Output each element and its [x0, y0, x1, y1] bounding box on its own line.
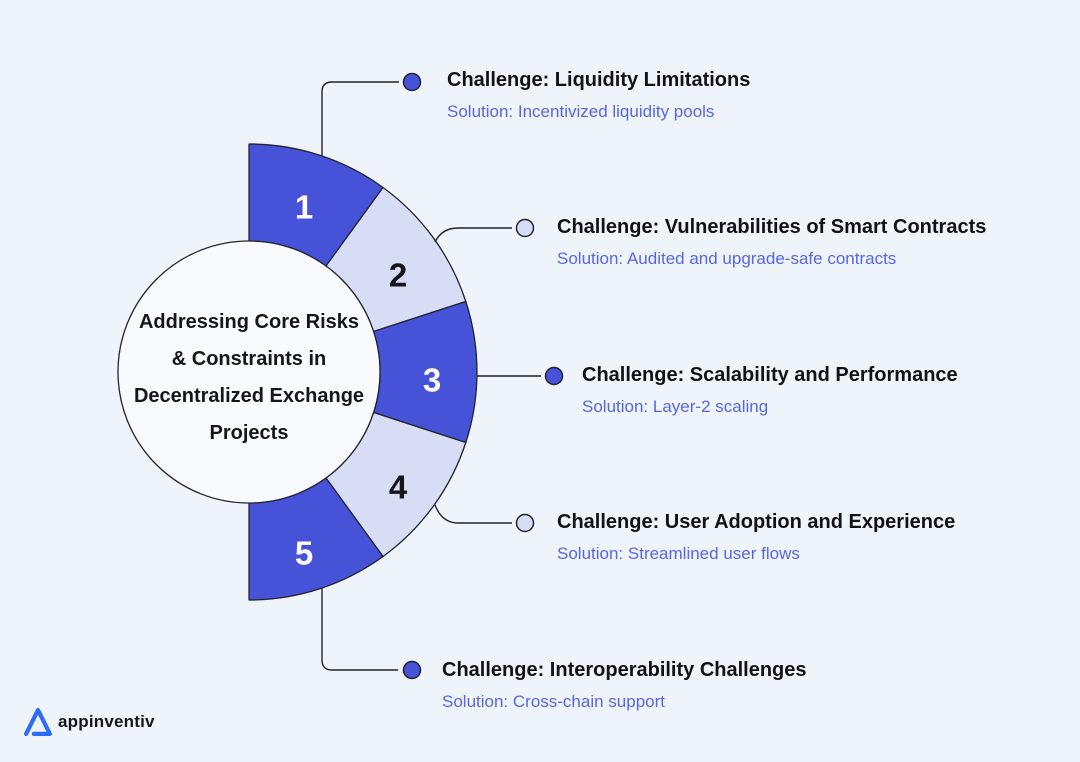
connector-line-5: [321, 588, 398, 671]
brand-logo: appinventiv: [24, 708, 155, 736]
segment-number-5: 5: [294, 534, 314, 572]
diagram-title: Addressing Core Risks & Constraints in D…: [133, 311, 365, 444]
connector-dot-5: [402, 660, 422, 680]
connector-dot-3: [544, 366, 564, 386]
item-4: Challenge: User Adoption and Experience …: [557, 509, 955, 565]
connector-line-2: [434, 227, 512, 243]
connector-dot-2: [515, 218, 535, 238]
connector-line-4: [434, 504, 512, 524]
item-1-challenge: Challenge: Liquidity Limitations: [447, 69, 751, 91]
item-5: Challenge: Interoperability Challenges S…: [442, 657, 807, 713]
item-2-challenge: Challenge: Vulnerabilities of Smart Cont…: [557, 216, 987, 238]
segment-number-2: 2: [388, 256, 408, 294]
item-5-solution: Solution: Cross-chain support: [442, 692, 666, 711]
segment-number-4: 4: [388, 468, 408, 506]
segment-number-3: 3: [422, 361, 442, 399]
item-1: Challenge: Liquidity Limitations Solutio…: [447, 67, 750, 123]
segment-number-1: 1: [294, 188, 314, 226]
item-3-challenge: Challenge: Scalability and Performance: [582, 364, 958, 386]
connector-dot-1: [402, 72, 422, 92]
connector-dot-4: [515, 513, 535, 533]
appinventiv-mark-icon: [24, 708, 52, 736]
item-1-solution: Solution: Incentivized liquidity pools: [447, 102, 715, 121]
item-3: Challenge: Scalability and Performance S…: [582, 362, 958, 418]
item-2: Challenge: Vulnerabilities of Smart Cont…: [557, 214, 986, 270]
item-4-challenge: Challenge: User Adoption and Experience: [557, 511, 956, 533]
item-3-solution: Solution: Layer-2 scaling: [582, 397, 769, 416]
hub-circle: [117, 240, 381, 504]
brand-logo-text: appinventiv: [58, 712, 155, 731]
item-4-solution: Solution: Streamlined user flows: [557, 544, 800, 563]
connector-line-1: [321, 81, 399, 156]
item-5-challenge: Challenge: Interoperability Challenges: [442, 659, 807, 681]
item-2-solution: Solution: Audited and upgrade-safe contr…: [557, 249, 897, 268]
